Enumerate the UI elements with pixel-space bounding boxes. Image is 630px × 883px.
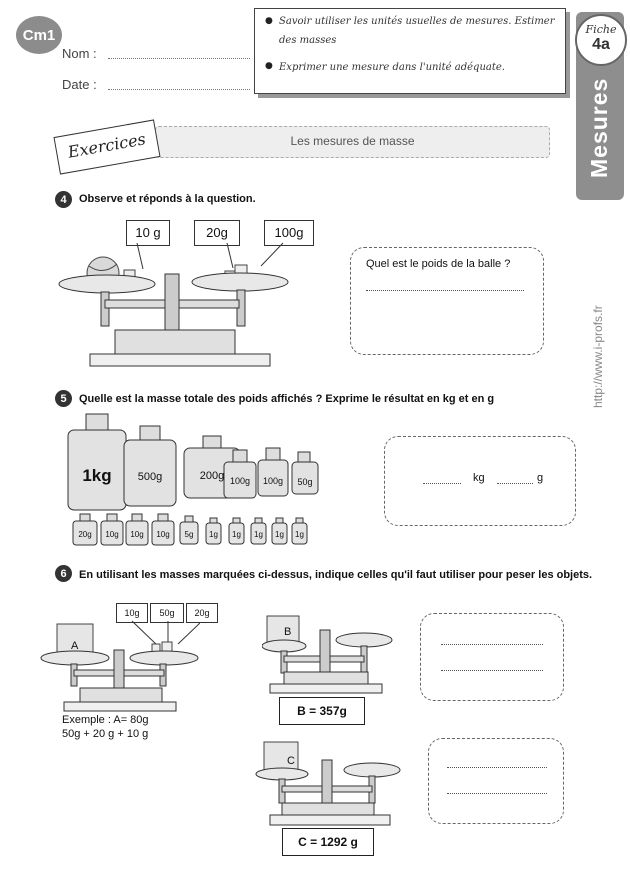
section-banner: Les mesures de masse xyxy=(155,126,550,158)
question-5-instruction: Quelle est la masse totale des poids aff… xyxy=(79,393,495,405)
weight-200g: 200g xyxy=(199,470,225,482)
answer-box-q5: kg g xyxy=(384,436,576,526)
scale-c-illustration xyxy=(255,741,401,826)
weight-100g-a: 100g xyxy=(229,476,251,486)
objective-2: Exprimer une mesure dans l'unité adéquat… xyxy=(279,62,505,73)
example-line-1: Exemple : A= 80g xyxy=(62,714,149,726)
fiche-badge: Fiche 4a xyxy=(575,14,627,66)
weight-1g-e: 1g xyxy=(295,530,304,539)
object-b-label: B xyxy=(284,626,292,638)
example-line-2: 50g + 20 g + 10 g xyxy=(62,728,149,740)
g-unit: g xyxy=(537,472,544,484)
bullet-icon: ● xyxy=(265,16,273,26)
result-c: C = 1292 g xyxy=(282,828,374,856)
weight-label-20g: 20g xyxy=(194,220,240,246)
q4-question: Quel est le poids de la balle ? xyxy=(366,258,511,270)
weight-label-10g: 10 g xyxy=(126,220,170,246)
weight-50g: 50g xyxy=(297,477,313,487)
weight-1g-a: 1g xyxy=(209,530,218,539)
subject-title: Mesures xyxy=(586,77,612,178)
weight-label-100g: 100g xyxy=(264,220,314,246)
answer-box-b xyxy=(420,613,564,701)
weight-100g-b: 100g xyxy=(262,476,284,486)
g-answer-line[interactable] xyxy=(497,483,533,484)
weight-10g-a: 10g xyxy=(105,530,119,539)
name-field[interactable] xyxy=(108,58,250,59)
scale-b-illustration xyxy=(262,615,393,694)
weight-10g-b: 10g xyxy=(130,530,144,539)
b-answer-line-1[interactable] xyxy=(441,644,543,645)
question-number-5: 5 xyxy=(55,390,72,407)
big-weights-illustration xyxy=(67,413,319,511)
level-badge: Cm1 xyxy=(16,16,62,54)
object-c-label: C xyxy=(287,755,295,767)
kg-answer-line[interactable] xyxy=(423,483,461,484)
date-label: Date : xyxy=(62,77,97,92)
fiche-number: 4a xyxy=(592,36,610,53)
b-answer-line-2[interactable] xyxy=(441,670,543,671)
bullet-icon: ● xyxy=(265,61,273,71)
example-weight-10g: 10g xyxy=(116,603,148,623)
kg-unit: kg xyxy=(473,472,485,484)
object-a-label: A xyxy=(71,640,79,652)
result-b: B = 357g xyxy=(279,697,365,725)
answer-box-c xyxy=(428,738,564,824)
small-weights-illustration xyxy=(72,513,308,546)
weight-1g-c: 1g xyxy=(254,530,263,539)
name-label: Nom : xyxy=(62,46,97,61)
example-scale-illustration xyxy=(40,620,200,712)
q4-answer-line[interactable] xyxy=(366,290,524,291)
exercices-stamp: Exercices xyxy=(53,119,161,175)
weight-500g: 500g xyxy=(137,471,163,483)
question-4-instruction: Observe et réponds à la question. xyxy=(79,193,256,205)
section-title: Les mesures de masse xyxy=(290,134,415,148)
c-answer-line-1[interactable] xyxy=(447,767,547,768)
example-weight-50g: 50g xyxy=(150,603,184,623)
weight-1g-d: 1g xyxy=(275,530,284,539)
question-number-6: 6 xyxy=(55,565,72,582)
answer-box-q4: Quel est le poids de la balle ? xyxy=(350,247,544,355)
balance-scale-illustration xyxy=(58,242,289,367)
site-url: http://www.i-profs.fr xyxy=(591,305,605,408)
weight-1kg: 1kg xyxy=(82,466,112,485)
question-6-instruction: En utilisant les masses marquées ci-dess… xyxy=(79,569,593,581)
weight-5g: 5g xyxy=(184,530,194,539)
weight-20g: 20g xyxy=(78,530,92,539)
weight-10g-c: 10g xyxy=(156,530,170,539)
c-answer-line-2[interactable] xyxy=(447,793,547,794)
fiche-label: Fiche xyxy=(585,23,617,36)
objectives-box: ● Savoir utiliser les unités usuelles de… xyxy=(254,8,566,94)
weight-1g-b: 1g xyxy=(232,530,241,539)
objective-1: Savoir utiliser les unités usuelles de m… xyxy=(279,16,555,46)
question-number-4: 4 xyxy=(55,191,72,208)
example-weight-20g: 20g xyxy=(186,603,218,623)
date-field[interactable] xyxy=(108,89,250,90)
